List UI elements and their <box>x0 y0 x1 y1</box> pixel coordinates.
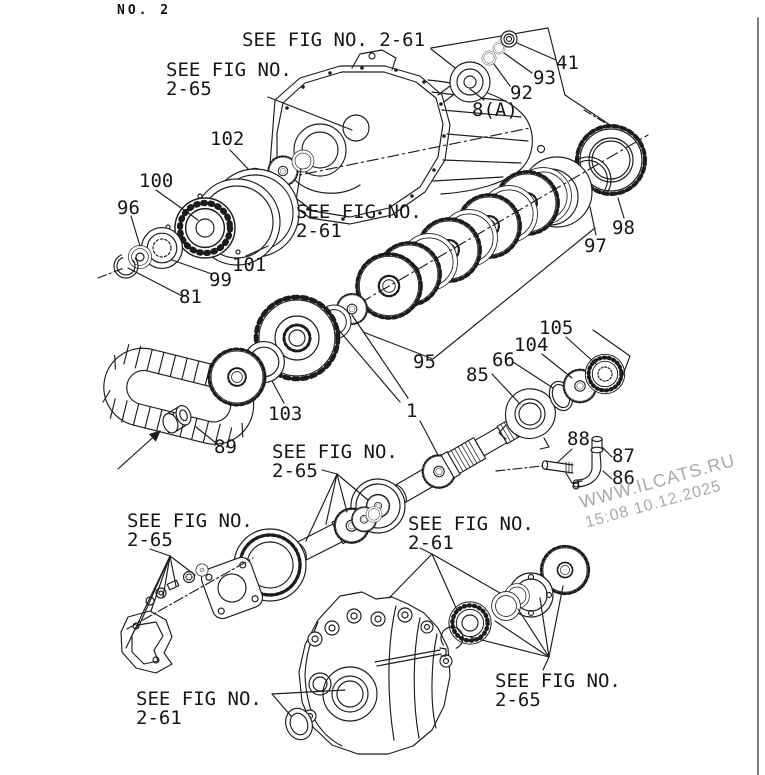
drive-chain-group <box>102 341 285 470</box>
part-label-87: 87 <box>612 445 635 467</box>
countershaft-gear-cluster <box>293 469 406 562</box>
part-label-95: 95 <box>413 351 436 373</box>
part-label-85: 85 <box>466 364 489 386</box>
part-label-88: 88 <box>567 428 590 450</box>
part-label-66: 66 <box>492 349 515 371</box>
part-label-93: 93 <box>533 67 556 89</box>
part-label-98: 98 <box>612 217 635 239</box>
part-label-8a: 8(A) <box>472 99 518 121</box>
fig-ref-bottom-2-65-line1: SEE FIG NO. <box>495 670 621 692</box>
fig-ref-top-2-65-line2: 2-65 <box>166 78 212 100</box>
breather-fittings <box>495 435 613 490</box>
part-label-81: 81 <box>179 286 202 308</box>
part-label-89: 89 <box>214 436 237 458</box>
fig-ref-shaft-2-65-line1: SEE FIG NO. <box>272 441 398 463</box>
fig-ref-bottom-2-65-line2: 2-65 <box>495 689 541 711</box>
fig-ref-shaft-2-65-line2: 2-65 <box>272 460 318 482</box>
part-label-99: 99 <box>209 269 232 291</box>
rear-output-bearing-group <box>388 544 591 671</box>
part-label-86: 86 <box>612 467 635 489</box>
fig-ref-bottom-2-61-line1: SEE FIG NO. <box>136 688 262 710</box>
part-label-41: 41 <box>556 52 579 74</box>
part-label-100: 100 <box>139 170 174 192</box>
fig-ref-lower-2-61-line2: 2-61 <box>408 532 454 554</box>
part-label-104: 104 <box>514 334 549 356</box>
part-label-105: 105 <box>539 317 574 339</box>
output-yoke-and-washers <box>437 30 557 103</box>
planetary-hardware-group <box>120 528 307 674</box>
rear-case-housing <box>271 591 453 755</box>
page-number-label: NO. 2 <box>117 3 172 18</box>
part-label-101: 101 <box>232 254 267 276</box>
fig-ref-lower-2-61-line1: SEE FIG NO. <box>408 513 534 535</box>
fig-ref-left-2-65-line1: SEE FIG NO. <box>127 510 253 532</box>
part-label-92: 92 <box>510 82 533 104</box>
chain-driven-gear-train <box>256 292 409 403</box>
chain-roller <box>162 404 192 434</box>
part-label-102: 102 <box>210 128 245 150</box>
front-bearing-retainer-group <box>97 168 300 297</box>
fig-ref-top-2-61: SEE FIG NO. 2-61 <box>242 29 426 51</box>
fig-ref-mid-2-61-line2: 2-61 <box>296 220 342 242</box>
part-label-103: 103 <box>268 403 303 425</box>
part-label-1: 1 <box>406 400 418 422</box>
part-label-97: 97 <box>584 235 607 257</box>
fig-ref-left-2-65-line2: 2-65 <box>127 529 173 551</box>
fig-ref-top-2-65-line1: SEE FIG NO. <box>166 59 292 81</box>
clutch-disc-pack <box>355 124 649 360</box>
part-label-96: 96 <box>117 197 140 219</box>
rear-bearing-support-group <box>491 329 631 450</box>
fig-ref-bottom-2-61-line2: 2-61 <box>136 707 182 729</box>
fig-ref-mid-2-61-line1: SEE FIG NO. <box>296 201 422 223</box>
front-case-housing <box>269 49 557 225</box>
